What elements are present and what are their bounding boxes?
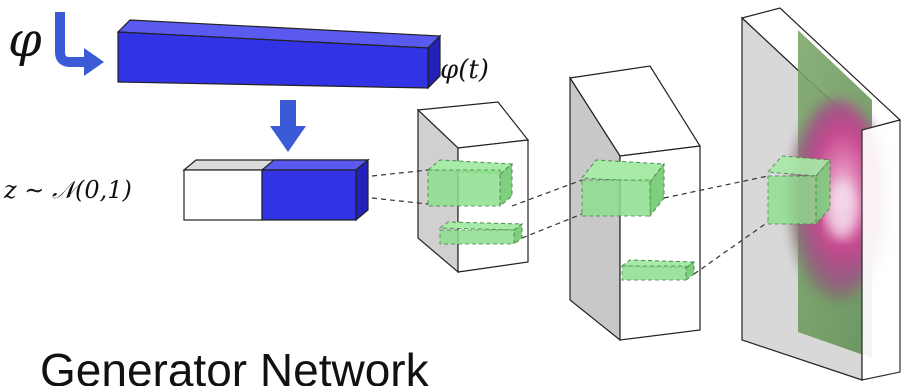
feature-patch-3 xyxy=(766,155,832,226)
z-label: z ∼ 𝒩(0,1) xyxy=(3,176,132,204)
feature-patch-1b xyxy=(438,221,524,245)
dashed-connectors xyxy=(371,169,769,275)
diagram-title: Generator Network xyxy=(40,344,430,386)
down-arrow-icon xyxy=(270,100,306,152)
embedding-bar xyxy=(116,19,442,90)
feature-patch-1a xyxy=(426,159,514,208)
feature-patch-2a xyxy=(581,159,665,218)
z-vector xyxy=(182,158,370,222)
curved-arrow-icon xyxy=(55,12,104,76)
phi-symbol: φ xyxy=(8,12,42,68)
feature-patch-2b xyxy=(620,259,696,281)
phi-t-label: φ(t) xyxy=(440,55,489,85)
